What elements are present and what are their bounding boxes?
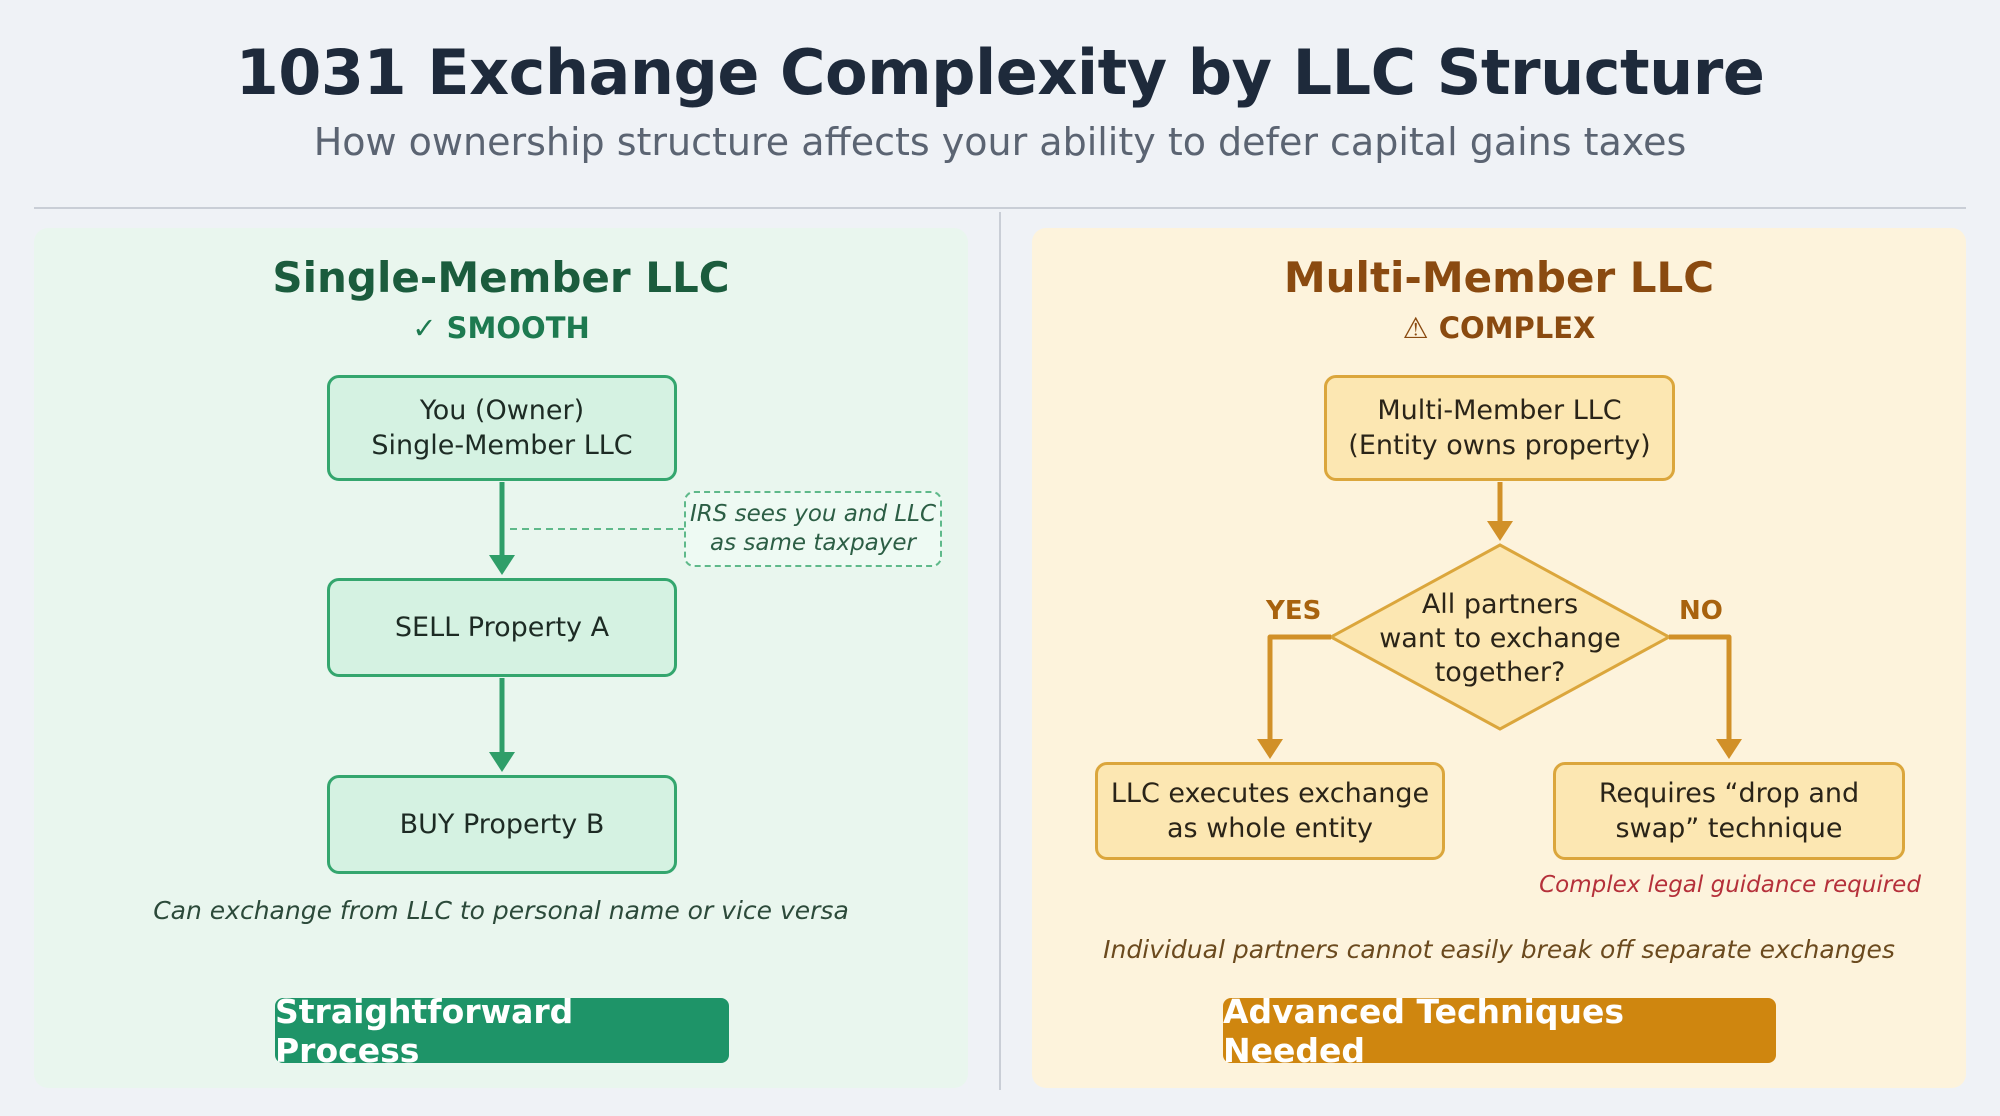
advanced-techniques-button[interactable]: Advanced Techniques Needed xyxy=(1223,992,1776,1070)
no-label: NO xyxy=(1679,596,1723,626)
arrowhead-owner-to-sell xyxy=(489,555,515,575)
arrowhead-llc-to-decision xyxy=(1487,521,1513,541)
llc-exchange-box: LLC executes exchange as whole entity xyxy=(1095,762,1445,860)
drop-and-swap-box: Requires “drop and swap” technique xyxy=(1553,762,1905,860)
irs-note: IRS sees you and LLC as same taxpayer xyxy=(684,491,942,567)
check-icon: ✓ xyxy=(412,311,437,345)
arrow-no-branch xyxy=(1669,634,1732,742)
multi-member-caption: Individual partners cannot easily break … xyxy=(1103,935,1895,964)
legal-guidance-warning: Complex legal guidance required xyxy=(1539,872,1921,898)
arrowhead-yes-branch xyxy=(1257,739,1283,759)
smooth-badge: ✓ SMOOTH xyxy=(34,311,968,345)
multi-member-title: Multi-Member LLC xyxy=(1283,253,1715,302)
warning-icon: ⚠ xyxy=(1402,311,1429,345)
arrowhead-sell-to-buy xyxy=(489,752,515,772)
decision-diamond xyxy=(1327,543,1673,731)
yes-label: YES xyxy=(1266,596,1322,626)
straightforward-process-button[interactable]: Straightforward Process xyxy=(275,992,729,1070)
complex-badge: ⚠ COMPLEX xyxy=(1032,311,1966,345)
single-member-title: Single-Member LLC xyxy=(272,253,730,302)
page-subtitle: How ownership structure affects your abi… xyxy=(313,120,1687,164)
arrow-yes-branch xyxy=(1267,634,1331,742)
owner-llc-box: You (Owner) Single-Member LLC xyxy=(327,375,677,481)
decision-question: All partners want to exchange together? xyxy=(1379,589,1621,688)
single-member-caption: Can exchange from LLC to personal name o… xyxy=(153,896,849,925)
sell-property-box: SELL Property A xyxy=(327,578,677,677)
buy-property-box: BUY Property B xyxy=(327,775,677,874)
multi-member-llc-box: Multi-Member LLC (Entity owns property) xyxy=(1324,375,1675,481)
panel-divider xyxy=(999,212,1001,1090)
arrowhead-no-branch xyxy=(1716,739,1742,759)
smooth-badge-label: SMOOTH xyxy=(446,311,590,345)
complex-badge-label: COMPLEX xyxy=(1438,311,1596,345)
header-divider xyxy=(34,207,1966,209)
page-title: 1031 Exchange Complexity by LLC Structur… xyxy=(235,36,1765,109)
